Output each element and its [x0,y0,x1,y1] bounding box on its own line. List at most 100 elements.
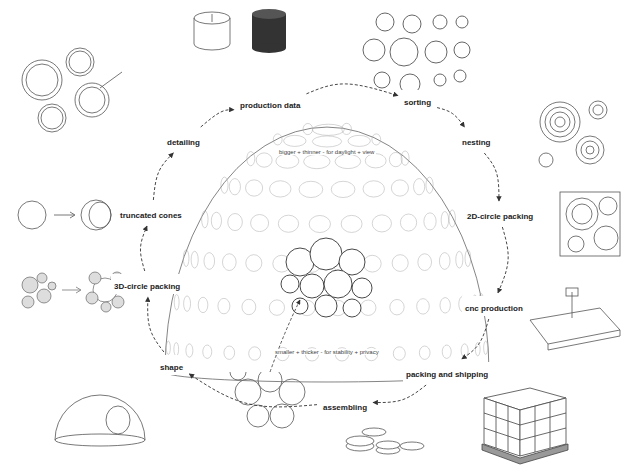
dashed-pointer [270,300,300,372]
disc-stack [346,428,424,454]
step-text: cnc production [465,304,523,313]
step-text: assembling [323,403,367,412]
cylinder-sketch [194,9,286,53]
dashed-arrow [306,84,398,96]
step-label: cnc production [462,296,526,316]
dome-cell [203,345,212,358]
step-text: production data [240,101,300,110]
pallet-boxes [482,388,568,464]
dashed-arrow [140,226,147,271]
dome-cell [414,179,425,195]
dome-cell [442,345,451,358]
dome-cell [278,215,298,232]
dome-cell [191,251,198,268]
dome-cell [390,299,404,314]
dome-cell [392,255,408,272]
dome-cell [331,181,355,197]
dashed-arrow [373,385,426,403]
dome-cell [312,136,341,147]
dome-cell [465,250,471,267]
dome-cell [174,294,179,309]
dome-cell [418,254,432,271]
dome-cell [242,299,256,314]
dome-cell [426,177,433,193]
dome-cell [393,347,405,360]
cone-sketch [18,200,111,230]
cluster-circle [300,274,324,298]
dome-cell [363,181,384,197]
step-label: 2D-circle packing [464,204,536,224]
dome-cell [441,211,448,228]
step-label: detailing [164,130,203,150]
step-text: 3D-circle packing [114,282,180,291]
dome-cell [221,177,228,193]
step-text: nesting [462,138,490,147]
dashed-arrow [148,297,164,352]
dome-cell [365,154,386,168]
dashed-arrow [189,374,317,407]
dome-cell [249,347,261,360]
dome-illustration [165,123,489,382]
dome-cell [348,135,370,146]
detail-circles [22,48,122,132]
dome-cell [228,214,243,231]
step-label: nesting [459,130,493,150]
dome-cell [251,215,269,232]
dome-cell [449,210,455,227]
dome-cell [211,212,221,229]
dome-cell [401,151,409,165]
dome-cell [273,134,282,145]
step-label: truncated cones [117,203,185,223]
cluster-circle [352,278,372,298]
cluster-circle [310,238,342,270]
dashed-arrow [498,227,508,293]
step-text: shape [160,363,183,372]
step-label: 3D-circle packing [111,274,183,294]
cluster-circle [315,295,337,317]
dome-cell [304,154,330,168]
dome-cell [360,300,376,315]
dome-cell [461,344,468,357]
dome-cell [303,123,313,134]
dome-note: bigger + thinner - for daylight + view [277,149,376,155]
dome-cell [312,124,344,135]
dome-cell [341,215,362,232]
dome-outline [165,127,489,372]
dome-cell [222,254,236,271]
step-label: production data [237,93,303,113]
cluster-sketch [230,364,305,428]
dome-cell [202,211,208,228]
dashed-arrow [201,110,234,127]
dome-cell [183,250,189,267]
dome-cell [224,346,235,359]
dome-note: smaller + thicker - for stability + priv… [273,349,381,355]
dome-cell [198,297,208,312]
step-text: sorting [404,98,431,107]
dome-cell [246,180,263,196]
step-label: packing and shipping [403,362,491,382]
dome-cell [256,153,272,167]
dome-cell [440,298,450,313]
dome-cell [417,299,430,314]
dome-cell [309,215,330,232]
dome-cell [166,341,170,354]
dashed-arrow [437,108,464,127]
dome-cell [204,253,215,270]
dome-cell [342,123,352,134]
step-text: detailing [167,138,200,147]
dashed-arrow [153,153,173,200]
dome-cell [284,135,306,146]
nesting-circles [539,101,607,167]
step-label: sorting [401,90,434,110]
step-text: 2D-circle packing [467,212,533,221]
dome-sketch [55,395,145,446]
dome-cell [439,253,450,270]
dome-cell [484,341,488,354]
sorting-circles [363,13,470,94]
packing-sketch [22,272,124,312]
dome-cell [419,346,430,359]
dome-cell [269,300,284,315]
dome-cell [400,214,416,231]
